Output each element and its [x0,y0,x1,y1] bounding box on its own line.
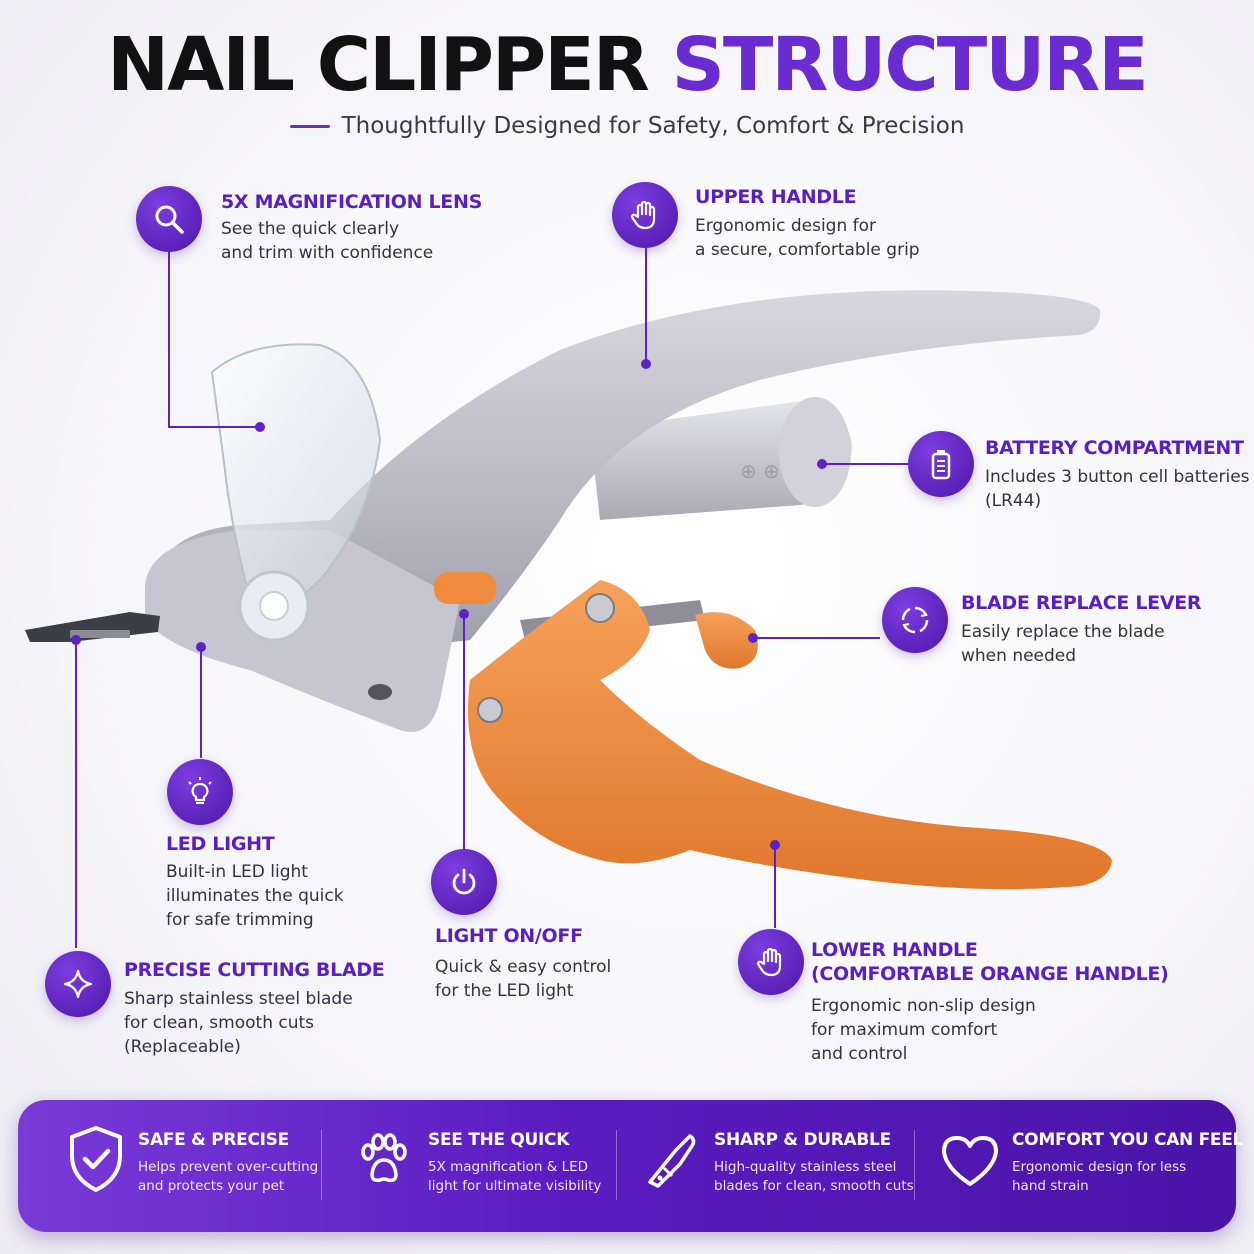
upper-desc: Ergonomic design for a secure, comfortab… [695,216,920,260]
battery-desc: Includes 3 button cell batteries (LR44) [985,467,1250,511]
onoff-dot [459,609,469,619]
feature-see: SEE THE QUICK 5X magnification & LED lig… [348,1100,628,1232]
feature-title: SEE THE QUICK [428,1130,570,1150]
subtitle-dash [289,125,330,128]
led-dot [196,642,206,652]
blade-title: PRECISE CUTTING BLADE [124,959,385,981]
led-desc: Built-in LED light illuminates the quick… [166,862,344,930]
lever-desc: Easily replace the blade when needed [961,622,1165,666]
blade-leader [75,640,77,948]
lever-leader [752,637,880,639]
feature-desc: High-quality stainless steel blades for … [714,1159,914,1194]
magnification-lens-shape [210,343,382,608]
upper-dot [641,359,651,369]
divider [321,1130,322,1200]
battery-title: BATTERY COMPARTMENT [985,437,1244,459]
lever-dot [748,633,758,643]
shield-check-icon [70,1126,122,1192]
lower-handle-shape [468,580,1112,890]
onoff-leader [463,614,465,854]
upper-title: UPPER HANDLE [695,186,857,208]
subtitle-text: Thoughtfully Designed for Safety, Comfor… [341,113,965,139]
feature-title: COMFORT YOU CAN FEEL [1012,1130,1244,1150]
hand-icon [738,929,804,995]
divider [914,1130,915,1200]
feature-title: SHARP & DURABLE [714,1130,891,1150]
divider [616,1130,617,1200]
lens-leader-v [168,250,170,428]
feature-desc: Ergonomic design for less hand strain [1012,1159,1187,1194]
lightbulb-icon [167,759,233,825]
feature-sharp: SHARP & DURABLE High-quality stainless s… [638,1100,918,1232]
lens-desc: See the quick clearly and trim with conf… [221,219,434,263]
title-accent: STRUCTURE [671,22,1149,108]
sparkle-icon [45,951,111,1017]
blade-lever-shape [695,612,758,669]
lens-dot [255,422,265,432]
lens-title: 5X MAGNIFICATION LENS [221,191,482,213]
onoff-title: LIGHT ON/OFF [435,925,583,947]
magnifier-icon [136,186,202,252]
feature-title: SAFE & PRECISE [138,1130,289,1150]
blade-dot [71,635,81,645]
hand-icon [612,182,678,248]
blade-icon [648,1134,696,1188]
feature-desc: 5X magnification & LED light for ultimat… [428,1159,602,1194]
title-dark: NAIL CLIPPER [107,22,650,108]
lower-leader [774,846,776,928]
feature-safe: SAFE & PRECISE Helps prevent over-cuttin… [58,1100,338,1232]
heart-icon [942,1136,998,1186]
power-button-shape [434,572,496,604]
battery-leader [822,463,910,465]
svg-text:⊕ ⊕: ⊕ ⊕ [740,459,780,483]
lever-title: BLADE REPLACE LEVER [961,592,1202,614]
lower-title: LOWER HANDLE (COMFORTABLE ORANGE HANDLE) [811,939,1169,985]
paw-icon [361,1133,407,1183]
onoff-desc: Quick & easy control for the LED light [435,957,612,1001]
power-icon [431,849,497,915]
upper-leader [645,248,647,364]
battery-dot [817,459,827,469]
battery-compartment: ⊕ ⊕ [590,397,852,520]
refresh-icon [882,587,948,653]
lens-leader-h [168,426,260,428]
page-title: NAIL CLIPPER STRUCTURE [0,22,1254,108]
features-banner: SAFE & PRECISE Helps prevent over-cuttin… [18,1100,1243,1232]
blade-desc: Sharp stainless steel blade for clean, s… [124,989,353,1057]
feature-desc: Helps prevent over-cutting and protects … [138,1159,319,1194]
led-leader [200,646,202,758]
feature-comfort: COMFORT YOU CAN FEEL Ergonomic design fo… [936,1100,1243,1232]
led-title: LED LIGHT [166,833,275,855]
battery-icon [908,431,974,497]
lower-dot [770,840,780,850]
lower-desc: Ergonomic non-slip design for maximum co… [811,996,1036,1064]
subtitle: Thoughtfully Designed for Safety, Comfor… [0,108,1254,144]
nail-clipper-illustration: ⊕ ⊕ [25,290,1112,890]
